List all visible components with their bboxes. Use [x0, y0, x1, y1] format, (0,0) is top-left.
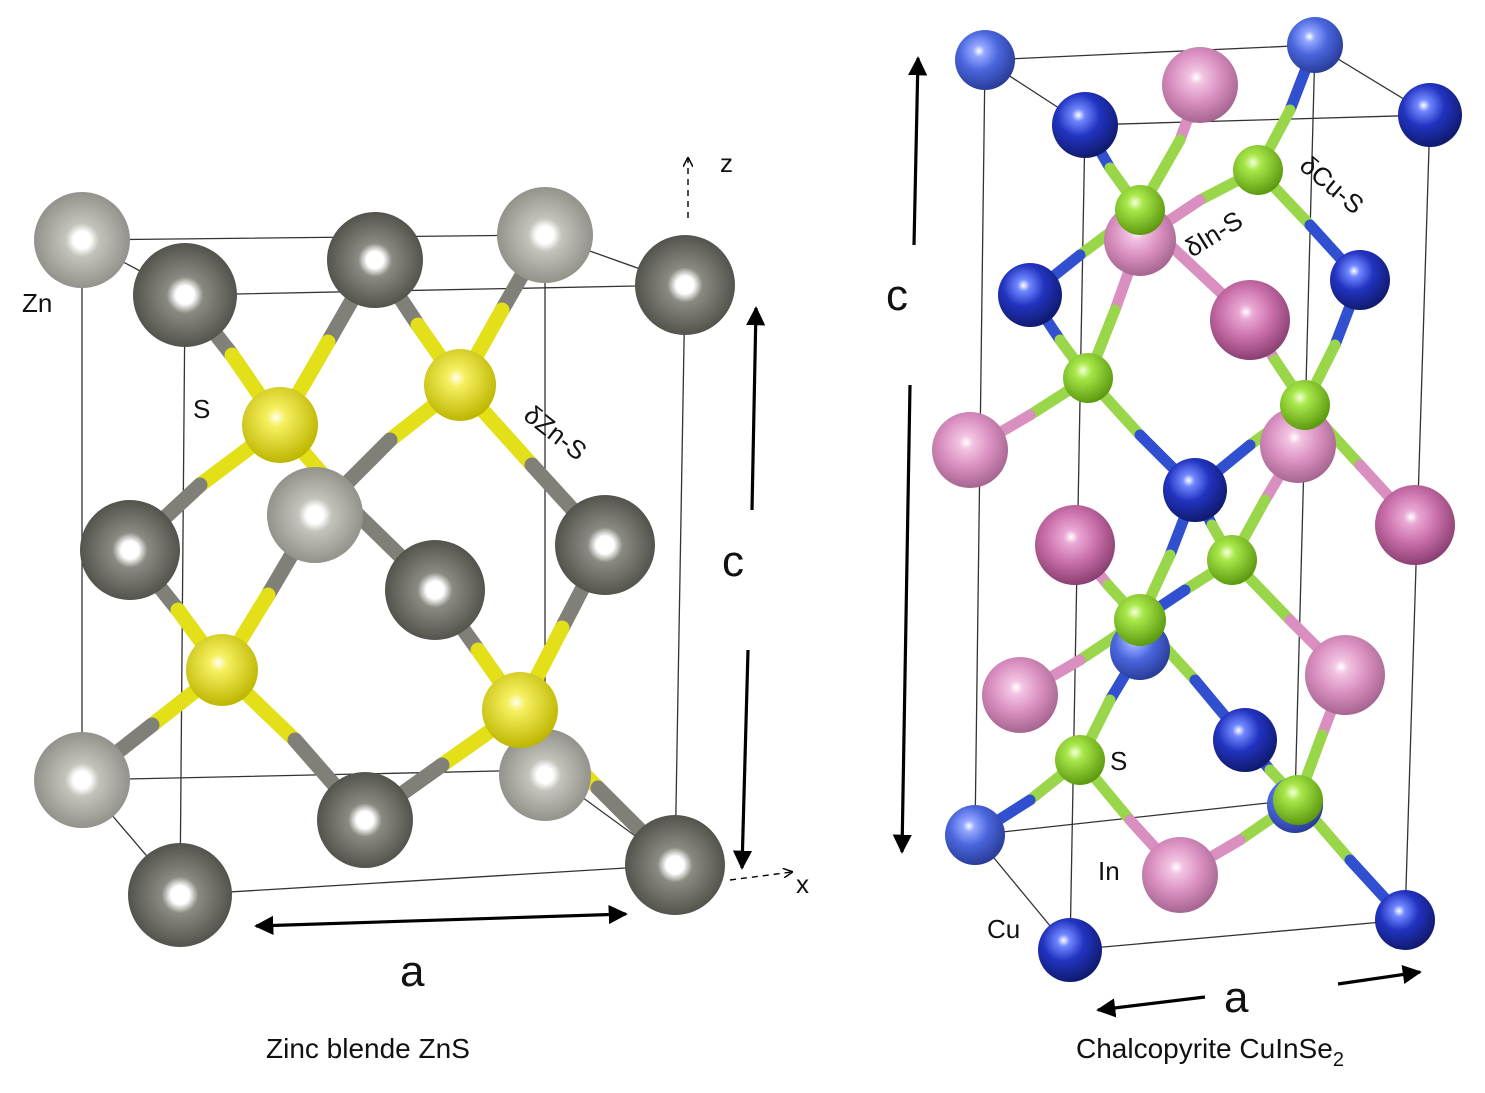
- in-atom: [982, 657, 1058, 733]
- in-atom: [1210, 280, 1290, 360]
- in-label: In: [1098, 856, 1120, 886]
- caption-main: Chalcopyrite CuInSe: [1076, 1033, 1333, 1064]
- in-atom: [1142, 837, 1218, 913]
- cu-label: Cu: [987, 914, 1020, 944]
- in-atom: [1305, 635, 1385, 715]
- s-atom: [1280, 380, 1330, 430]
- zn-atom: [128, 843, 232, 947]
- zn-atom: [497, 187, 593, 283]
- a-dimension-arrow-left: [1096, 995, 1206, 1018]
- zn-atom: [80, 500, 180, 600]
- zn-atom: [385, 540, 485, 640]
- cu-atom: [1375, 890, 1435, 950]
- zinc-blende-caption: Zinc blende ZnS: [266, 1033, 470, 1064]
- s-atom: [1055, 735, 1105, 785]
- cu-atom: [1330, 250, 1390, 310]
- cu-atom: [955, 30, 1015, 90]
- s-atom: [1114, 594, 1166, 646]
- x-axis-arrow: [729, 872, 792, 881]
- s-atom: [1063, 353, 1113, 403]
- cu-atom: [1213, 708, 1277, 772]
- zn-atom: [317, 772, 413, 868]
- zn-atom: [555, 495, 655, 595]
- zn-atom: [267, 467, 363, 563]
- cu-atom: [1038, 918, 1102, 982]
- zinc-blende-structure: Zn S δZn-S z x c a Zinc blende ZnS: [22, 148, 809, 1064]
- s-atom: [1273, 775, 1323, 825]
- s-atom: [482, 672, 558, 748]
- x-axis-label: x: [796, 869, 809, 899]
- s-atom: [242, 387, 318, 463]
- zn-atom: [499, 729, 591, 821]
- c-dimension-arrow-top: [908, 56, 928, 246]
- in-atom: [1375, 485, 1455, 565]
- a-lattice-label: a: [1224, 973, 1249, 1022]
- caption-subscript: 2: [1333, 1049, 1344, 1071]
- cu-atom: [998, 263, 1062, 327]
- c-lattice-label: c: [722, 537, 744, 586]
- chalcopyrite-caption: Chalcopyrite CuInSe2: [1076, 1033, 1344, 1071]
- s-label: S: [193, 394, 210, 424]
- zinc-blende-atoms: [34, 187, 735, 947]
- zn-atom: [635, 235, 735, 335]
- cu-atom: [1398, 83, 1462, 147]
- s-label: S: [1110, 746, 1127, 776]
- zn-label: Zn: [22, 288, 52, 318]
- in-atom: [1035, 505, 1115, 585]
- a-dimension-arrow: [254, 904, 628, 936]
- in-atom: [1162, 47, 1238, 123]
- c-dimension-arrow-bottom: [732, 649, 753, 870]
- a-lattice-label: a: [400, 947, 425, 996]
- chalcopyrite-structure: c a δIn-S δCu-S S In Cu Chalcopyrite CuI…: [886, 17, 1462, 1071]
- zn-atom: [133, 243, 237, 347]
- chalcopyrite-atoms: [932, 17, 1462, 982]
- s-atom: [1233, 145, 1283, 195]
- s-atom: [424, 349, 496, 421]
- in-atom: [932, 412, 1008, 488]
- s-atom: [186, 634, 258, 706]
- c-lattice-label: c: [886, 271, 908, 320]
- zn-atom: [34, 192, 130, 288]
- cu-atom: [1052, 92, 1118, 158]
- cu-atom: [1163, 458, 1227, 522]
- a-dimension-arrow-right: [1337, 965, 1422, 986]
- cu-s-bond-label: δCu-S: [1294, 150, 1370, 220]
- zn-atom: [625, 815, 725, 915]
- s-atom: [1115, 185, 1165, 235]
- c-dimension-arrow-bottom: [892, 384, 912, 854]
- z-axis-label: z: [720, 148, 733, 178]
- zn-atom: [34, 732, 130, 828]
- zn-atom: [327, 212, 423, 308]
- c-dimension-arrow-top: [746, 306, 766, 511]
- cu-atom: [1287, 17, 1343, 73]
- cu-atom: [945, 805, 1005, 865]
- s-atom: [1207, 535, 1257, 585]
